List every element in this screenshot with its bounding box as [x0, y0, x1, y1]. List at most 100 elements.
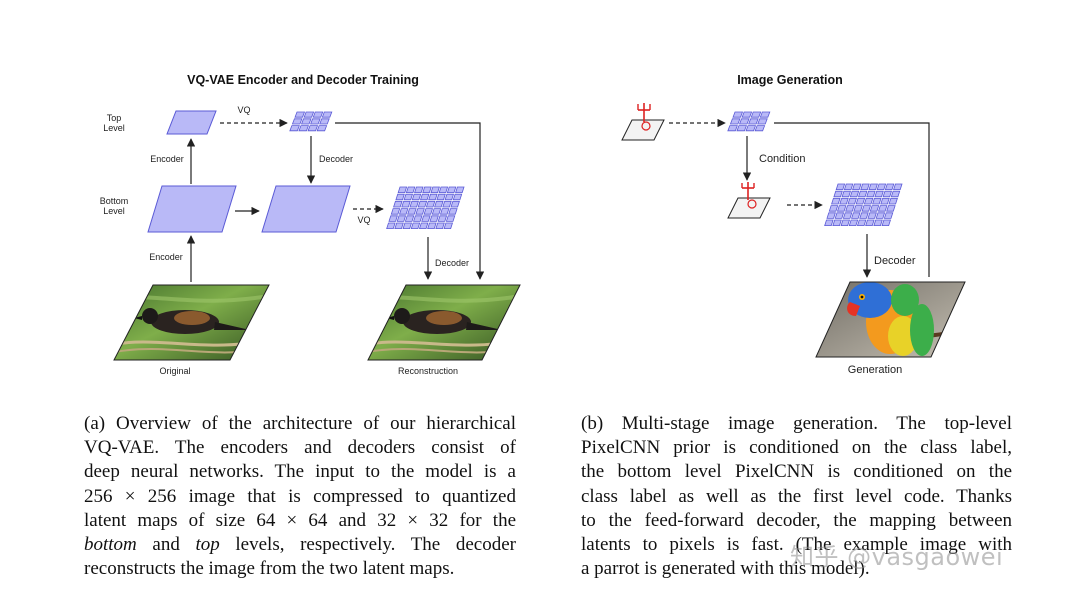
latent-cell	[880, 197, 890, 205]
generation-label: Generation	[848, 364, 902, 376]
class-label-icon-bottom	[727, 182, 771, 219]
original-image	[114, 285, 269, 360]
latent-cell	[736, 125, 748, 132]
bottom-quantized-grid	[386, 186, 465, 230]
latent-cell	[307, 125, 319, 132]
latent-cell	[410, 222, 421, 230]
latent-cell	[427, 222, 437, 230]
generated-image-frame	[815, 281, 966, 358]
latent-cell	[847, 197, 857, 205]
latent-cell	[849, 190, 860, 198]
latent-cell	[442, 200, 452, 208]
bottom-level-label-2: Level	[103, 206, 125, 216]
latent-cell	[310, 118, 321, 125]
caption-a-text: levels, respectively. The decoder	[219, 534, 516, 556]
latent-cell	[851, 212, 861, 219]
caption-b-line: class label as well as the first level c…	[581, 485, 1012, 507]
watermark: 知乎 @vasgaowei	[790, 543, 1004, 571]
top-latent	[166, 110, 217, 135]
latent-cell	[409, 200, 419, 208]
latent-cell	[415, 208, 425, 215]
caption-b-line: the bottom level PixelCNN is conditioned…	[581, 461, 1012, 483]
latent-cell	[832, 219, 842, 227]
latent-cell	[865, 219, 875, 227]
latent-cell	[890, 190, 901, 198]
top-quantized-grid	[289, 111, 333, 132]
latent-cell	[431, 208, 442, 215]
latent-cell	[836, 205, 847, 212]
latent-cell	[411, 193, 422, 201]
decoder-bottom-label: Decoder	[435, 258, 469, 268]
latent-cell	[866, 190, 876, 198]
caption-a-line: latent maps of size 64 × 64 and 32 × 32 …	[84, 509, 516, 531]
latent-cell	[455, 186, 465, 194]
top-level-label-1: Top	[107, 113, 122, 123]
latent-cell	[729, 118, 741, 125]
reconstruction-label: Reconstruction	[398, 366, 458, 376]
latent-cell	[750, 111, 762, 118]
left-panel-title: VQ-VAE Encoder and Decoder Training	[187, 73, 419, 87]
latent-cell	[319, 118, 330, 125]
latent-cell	[445, 215, 456, 222]
latent-cell	[727, 125, 738, 132]
latent-cell	[883, 212, 894, 219]
latent-cell	[884, 183, 895, 191]
latent-cell	[868, 183, 878, 191]
top-grid-to-generation-connector	[774, 122, 930, 277]
top-level-label-2: Level	[103, 123, 125, 133]
latent-cell	[396, 215, 407, 222]
bottom-level-label-1: Bottom	[100, 196, 129, 206]
latent-cell	[852, 183, 862, 191]
latent-cell	[414, 186, 424, 194]
latent-cell	[882, 190, 893, 198]
generated-top-grid	[727, 111, 771, 132]
latent-cell	[757, 118, 768, 125]
latent-cell	[869, 205, 880, 212]
latent-cell	[289, 125, 300, 132]
latent-cell	[423, 208, 434, 215]
latent-cell	[417, 200, 428, 208]
latent-cell	[877, 205, 888, 212]
generated-parrot-image	[816, 282, 965, 357]
latent-cell	[386, 222, 396, 230]
latent-cell	[826, 212, 836, 219]
vq-bottom-label: VQ	[357, 215, 370, 225]
caption-a: (a) Overview of the architecture of our …	[84, 412, 516, 581]
latent-cell	[856, 219, 867, 227]
latent-cell	[835, 183, 846, 191]
latent-cell	[443, 222, 454, 230]
latent-cell	[859, 212, 869, 219]
caption-a-line: deep neural networks. The input to the m…	[84, 461, 516, 483]
caption-a-italic-bottom: bottom	[84, 534, 137, 556]
latent-cell	[393, 200, 403, 208]
latent-cell	[397, 186, 408, 194]
latent-cell	[421, 215, 431, 222]
latent-cell	[419, 193, 430, 201]
original-image-frame	[113, 284, 270, 361]
latent-cell	[405, 186, 416, 194]
latent-cell	[418, 222, 429, 230]
latent-cell	[321, 111, 333, 118]
latent-cell	[300, 118, 312, 125]
encoder-top-label: Encoder	[150, 154, 184, 164]
latent-cell	[738, 118, 750, 125]
caption-b: (b) Multi-stage image generation. The to…	[581, 412, 1012, 581]
latent-cell	[855, 197, 866, 205]
latent-cell	[732, 111, 744, 118]
latent-cell	[436, 193, 446, 201]
latent-cell	[407, 208, 417, 215]
latent-cell	[834, 212, 845, 219]
latent-cell	[833, 190, 843, 198]
latent-cell	[448, 208, 458, 215]
latent-cell	[842, 212, 853, 219]
latent-cell	[404, 215, 415, 222]
latent-cell	[831, 197, 841, 205]
caption-a-line: VQ-VAE. The encoders and decoders consis…	[84, 437, 516, 459]
latent-cell	[425, 200, 436, 208]
caption-a-line: 256 × 256 image that is compressed to qu…	[84, 485, 516, 507]
caption-a-line-italic: bottom and top levels, respectively. The…	[84, 533, 516, 557]
decoded-latent	[261, 185, 351, 233]
latent-cell	[312, 111, 324, 118]
latent-cell	[848, 219, 859, 227]
latent-cell	[429, 215, 439, 222]
